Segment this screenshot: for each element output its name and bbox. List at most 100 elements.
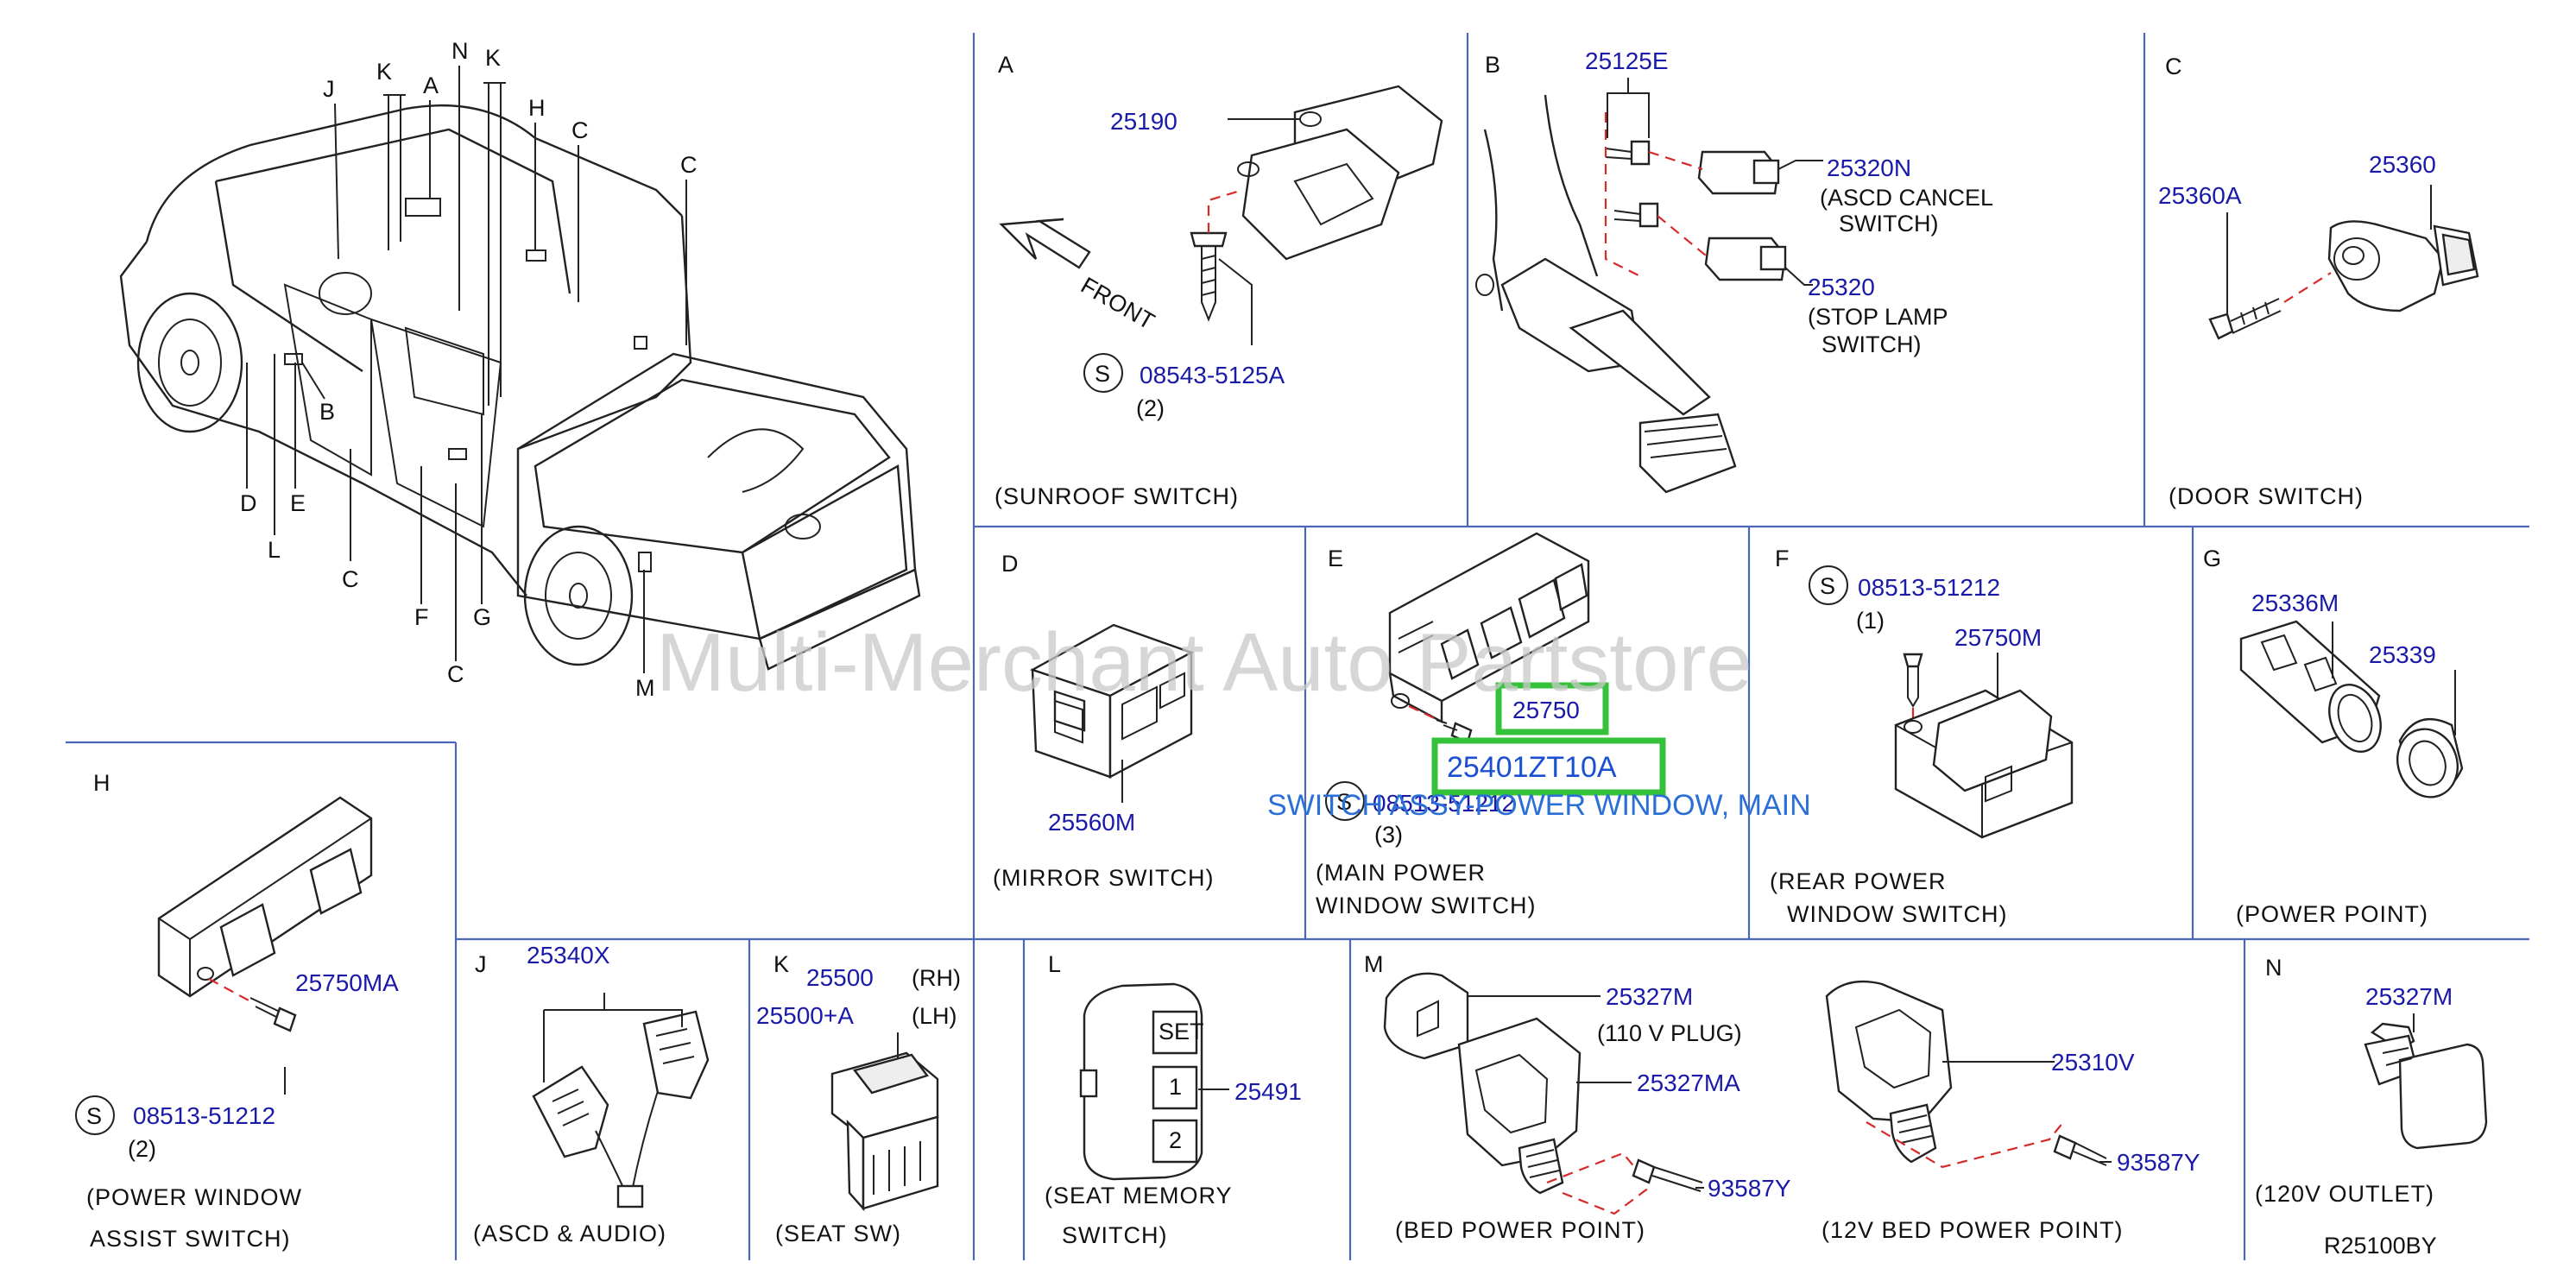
label-rh: (RH) [912, 965, 961, 991]
section-a-sunroof-switch: A FRONT 25190 S 08543-5125A (2) (SUNROOF… [994, 52, 1443, 509]
highlight-25750 [1495, 682, 1609, 735]
part-25750: 25750 [1512, 697, 1580, 723]
screw-marker-f: S [1820, 573, 1835, 599]
part-08543-5125A: 08543-5125A [1140, 362, 1285, 388]
part-93587Y-right: 93587Y [2117, 1149, 2200, 1176]
section-n-letter: N [2265, 955, 2282, 981]
caption-l-1: (SEAT MEMORY [1045, 1183, 1233, 1208]
caption-h-1: (POWER WINDOW [86, 1184, 302, 1210]
section-b-pedal-switches: B 25125E 25320N (ASCD CANCEL SWITCH) 253… [1475, 47, 1993, 494]
qty-h: (2) [128, 1136, 156, 1162]
section-m-bed-power-points: M 25327M (110 V PLUG) 25327MA 93587Y (BE… [1364, 951, 2200, 1243]
part-25336M: 25336M [2251, 590, 2339, 616]
callout-b: B [319, 399, 335, 425]
part-25310V: 25310V [2051, 1049, 2135, 1076]
section-h-letter: H [93, 770, 110, 796]
callout-l: L [268, 537, 281, 563]
label-ascd-cancel-1: (ASCD CANCEL [1820, 185, 1993, 211]
screw-marker-a: S [1095, 361, 1110, 387]
qty-e: (3) [1374, 822, 1403, 848]
callout-k-left: K [376, 59, 392, 85]
callout-c-top: C [571, 117, 589, 143]
part-25500: 25500 [806, 964, 874, 991]
section-l-letter: L [1048, 951, 1061, 977]
label-110v-plug: (110 V PLUG) [1597, 1020, 1742, 1046]
callout-h: H [528, 95, 546, 121]
part-25320: 25320 [1808, 274, 1875, 300]
part-08513-51212-h: 08513-51212 [133, 1102, 275, 1129]
button-set: SET [1159, 1019, 1204, 1044]
callout-c-bottom-left: C [342, 566, 359, 592]
section-j-letter: J [475, 951, 487, 977]
caption-f-1: (REAR POWER [1770, 868, 1947, 894]
front-label: FRONT [1076, 272, 1159, 334]
part-25750M: 25750M [1954, 624, 2042, 651]
screw-marker-h: S [86, 1103, 102, 1129]
caption-d: (MIRROR SWITCH) [993, 865, 1214, 891]
caption-k: (SEAT SW) [775, 1221, 901, 1246]
section-f-letter: F [1775, 546, 1790, 571]
part-25125E: 25125E [1585, 47, 1669, 74]
part-25190: 25190 [1110, 108, 1178, 135]
part-25327M-n: 25327M [2365, 983, 2453, 1010]
callout-c-right: C [680, 152, 698, 178]
button-1: 1 [1169, 1074, 1182, 1100]
part-25327M-m: 25327M [1606, 983, 1693, 1010]
section-l-seat-memory-switch: L SET 1 2 25491 (SEAT MEMORY SWITCH) [1045, 951, 1302, 1248]
callout-d: D [240, 490, 257, 516]
caption-a: (SUNROOF SWITCH) [994, 483, 1239, 509]
section-a-letter: A [998, 52, 1013, 78]
callout-c-bottom: C [447, 661, 464, 687]
truck-illustration [119, 104, 921, 671]
callout-a: A [423, 73, 439, 98]
caption-l-2: SWITCH) [1062, 1222, 1167, 1248]
caption-e-2: WINDOW SWITCH) [1316, 893, 1536, 918]
part-25491: 25491 [1234, 1078, 1302, 1105]
caption-g: (POWER POINT) [2236, 901, 2428, 927]
button-2: 2 [1169, 1127, 1182, 1153]
section-e-main-power-window-switch: E S 08513-51212 (3) 25750 25401ZT10A SWI… [1267, 532, 1811, 918]
section-n-120v-outlet: N 25327M (120V OUTLET) [2255, 955, 2488, 1207]
part-25320N: 25320N [1827, 155, 1911, 181]
part-description: SWITCH ASSY-POWER WINDOW, MAIN [1267, 789, 1811, 822]
section-c-letter: C [2165, 54, 2182, 79]
section-h-power-window-assist-switch: H 25750MA S 08513-51212 (2) (POWER WINDO… [75, 770, 399, 1252]
label-ascd-cancel-2: SWITCH) [1839, 211, 1938, 237]
section-k-letter: K [773, 951, 789, 977]
label-stop-lamp-2: SWITCH) [1822, 331, 1921, 357]
caption-j: (ASCD & AUDIO) [473, 1221, 666, 1246]
section-e-letter: E [1328, 546, 1343, 571]
callout-n: N [451, 38, 469, 64]
callout-j: J [323, 76, 335, 102]
section-d-mirror-switch: D 25560M (MIRROR SWITCH) [993, 551, 1214, 891]
part-25339: 25339 [2369, 641, 2436, 668]
drawing-code: R25100BY [2324, 1233, 2437, 1259]
callout-g: G [473, 604, 491, 630]
callout-f: F [414, 604, 429, 630]
caption-e-1: (MAIN POWER [1316, 860, 1486, 886]
truck-callouts: J K A N K H C C B D L E C F G C M [240, 38, 698, 701]
part-25750MA: 25750MA [295, 969, 399, 996]
callout-m: M [635, 675, 655, 701]
caption-m-left: (BED POWER POINT) [1395, 1217, 1645, 1243]
screw-marker-e: S [1336, 789, 1352, 815]
section-j-ascd-audio: J 25340X (ASCD & AUDIO) [473, 942, 710, 1246]
section-k-seat-switch: K 25500 (RH) 25500+A (LH) (SEAT SW) [756, 951, 961, 1246]
qty-a: (2) [1136, 395, 1165, 421]
caption-f-2: WINDOW SWITCH) [1787, 901, 2007, 927]
label-lh: (LH) [912, 1003, 957, 1029]
section-g-power-point: G 25336M 25339 (POWER POINT) [2203, 546, 2464, 927]
label-stop-lamp-1: (STOP LAMP [1808, 304, 1948, 330]
section-f-rear-power-window-switch: F S 08513-51212 (1) 25750M (REAR POWER W… [1770, 546, 2074, 927]
section-m-letter: M [1364, 951, 1384, 977]
qty-f: (1) [1856, 608, 1885, 634]
section-c-door-switch: C 25360A 25360 (DOOR SWITCH) [2158, 54, 2479, 509]
highlight-25401ZT10A[interactable] [1431, 737, 1666, 796]
part-25401ZT10A[interactable]: 25401ZT10A [1447, 751, 1617, 784]
part-25360: 25360 [2369, 151, 2436, 178]
panel-dividers [66, 33, 2529, 1260]
section-b-letter: B [1485, 52, 1500, 78]
caption-h-2: ASSIST SWITCH) [90, 1226, 291, 1252]
caption-m-right: (12V BED POWER POINT) [1822, 1217, 2124, 1243]
